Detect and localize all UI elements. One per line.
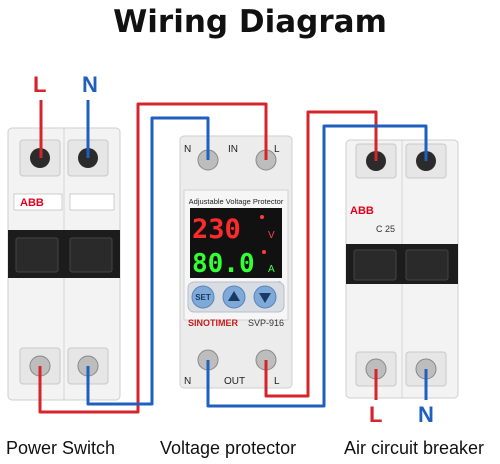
voltage-protector: N IN L Adjustable Voltage Protector 230 … [179, 135, 293, 389]
vp-brand: SINOTIMER [188, 318, 239, 328]
voltage-protector-caption: Voltage protector [160, 438, 297, 458]
wire-line-switch-to-protector [38, 102, 268, 414]
air-circuit-breaker: ABB C 25 [345, 139, 459, 399]
power-switch-caption: Power Switch [6, 438, 116, 458]
vp-terminal-top-l: L [274, 144, 280, 155]
arrow-down-icon [259, 293, 271, 303]
breaker-brand: ABB [350, 205, 374, 217]
vp-terminal-bottom-n: N [184, 376, 191, 387]
vp-voltage-reading: 230 [192, 214, 241, 245]
neutral-label-top: N [82, 72, 98, 97]
power-switch: ABB [7, 127, 121, 401]
power-switch-toggle[interactable] [15, 237, 59, 273]
wire-line-protector-to-breaker [264, 110, 378, 398]
wires [38, 100, 428, 414]
line-label-top: L [33, 72, 47, 97]
breaker-toggle[interactable] [405, 249, 449, 281]
air-breaker-caption: Air circuit breaker [344, 438, 485, 458]
set-button-label: SET [195, 293, 211, 302]
breaker-model: C 25 [376, 224, 395, 234]
power-switch-toggle[interactable] [69, 237, 113, 273]
neutral-label-bottom: N [418, 402, 434, 427]
breaker-toggle[interactable] [353, 249, 397, 281]
set-button[interactable] [191, 285, 215, 309]
vp-amp-reading: 80.0 [192, 249, 255, 279]
wire-neutral-switch-to-protector [86, 116, 210, 406]
power-switch-brand: ABB [20, 197, 44, 209]
vp-amp-unit: A [268, 264, 275, 275]
vp-volt-unit: V [268, 230, 275, 241]
vp-terminal-top-in: IN [228, 144, 238, 155]
vp-header: Adjustable Voltage Protector [189, 197, 284, 206]
arrow-up-icon [228, 291, 240, 301]
diagram-title: Wiring Diagram [113, 4, 387, 40]
vp-terminal-bottom-l: L [274, 376, 280, 387]
wire-neutral-protector-to-breaker [206, 124, 428, 408]
vp-model: SVP-916 [248, 318, 284, 328]
vp-terminal-top-n: N [184, 144, 191, 155]
vp-terminal-bottom-out: OUT [224, 376, 245, 387]
line-label-bottom: L [369, 402, 383, 427]
